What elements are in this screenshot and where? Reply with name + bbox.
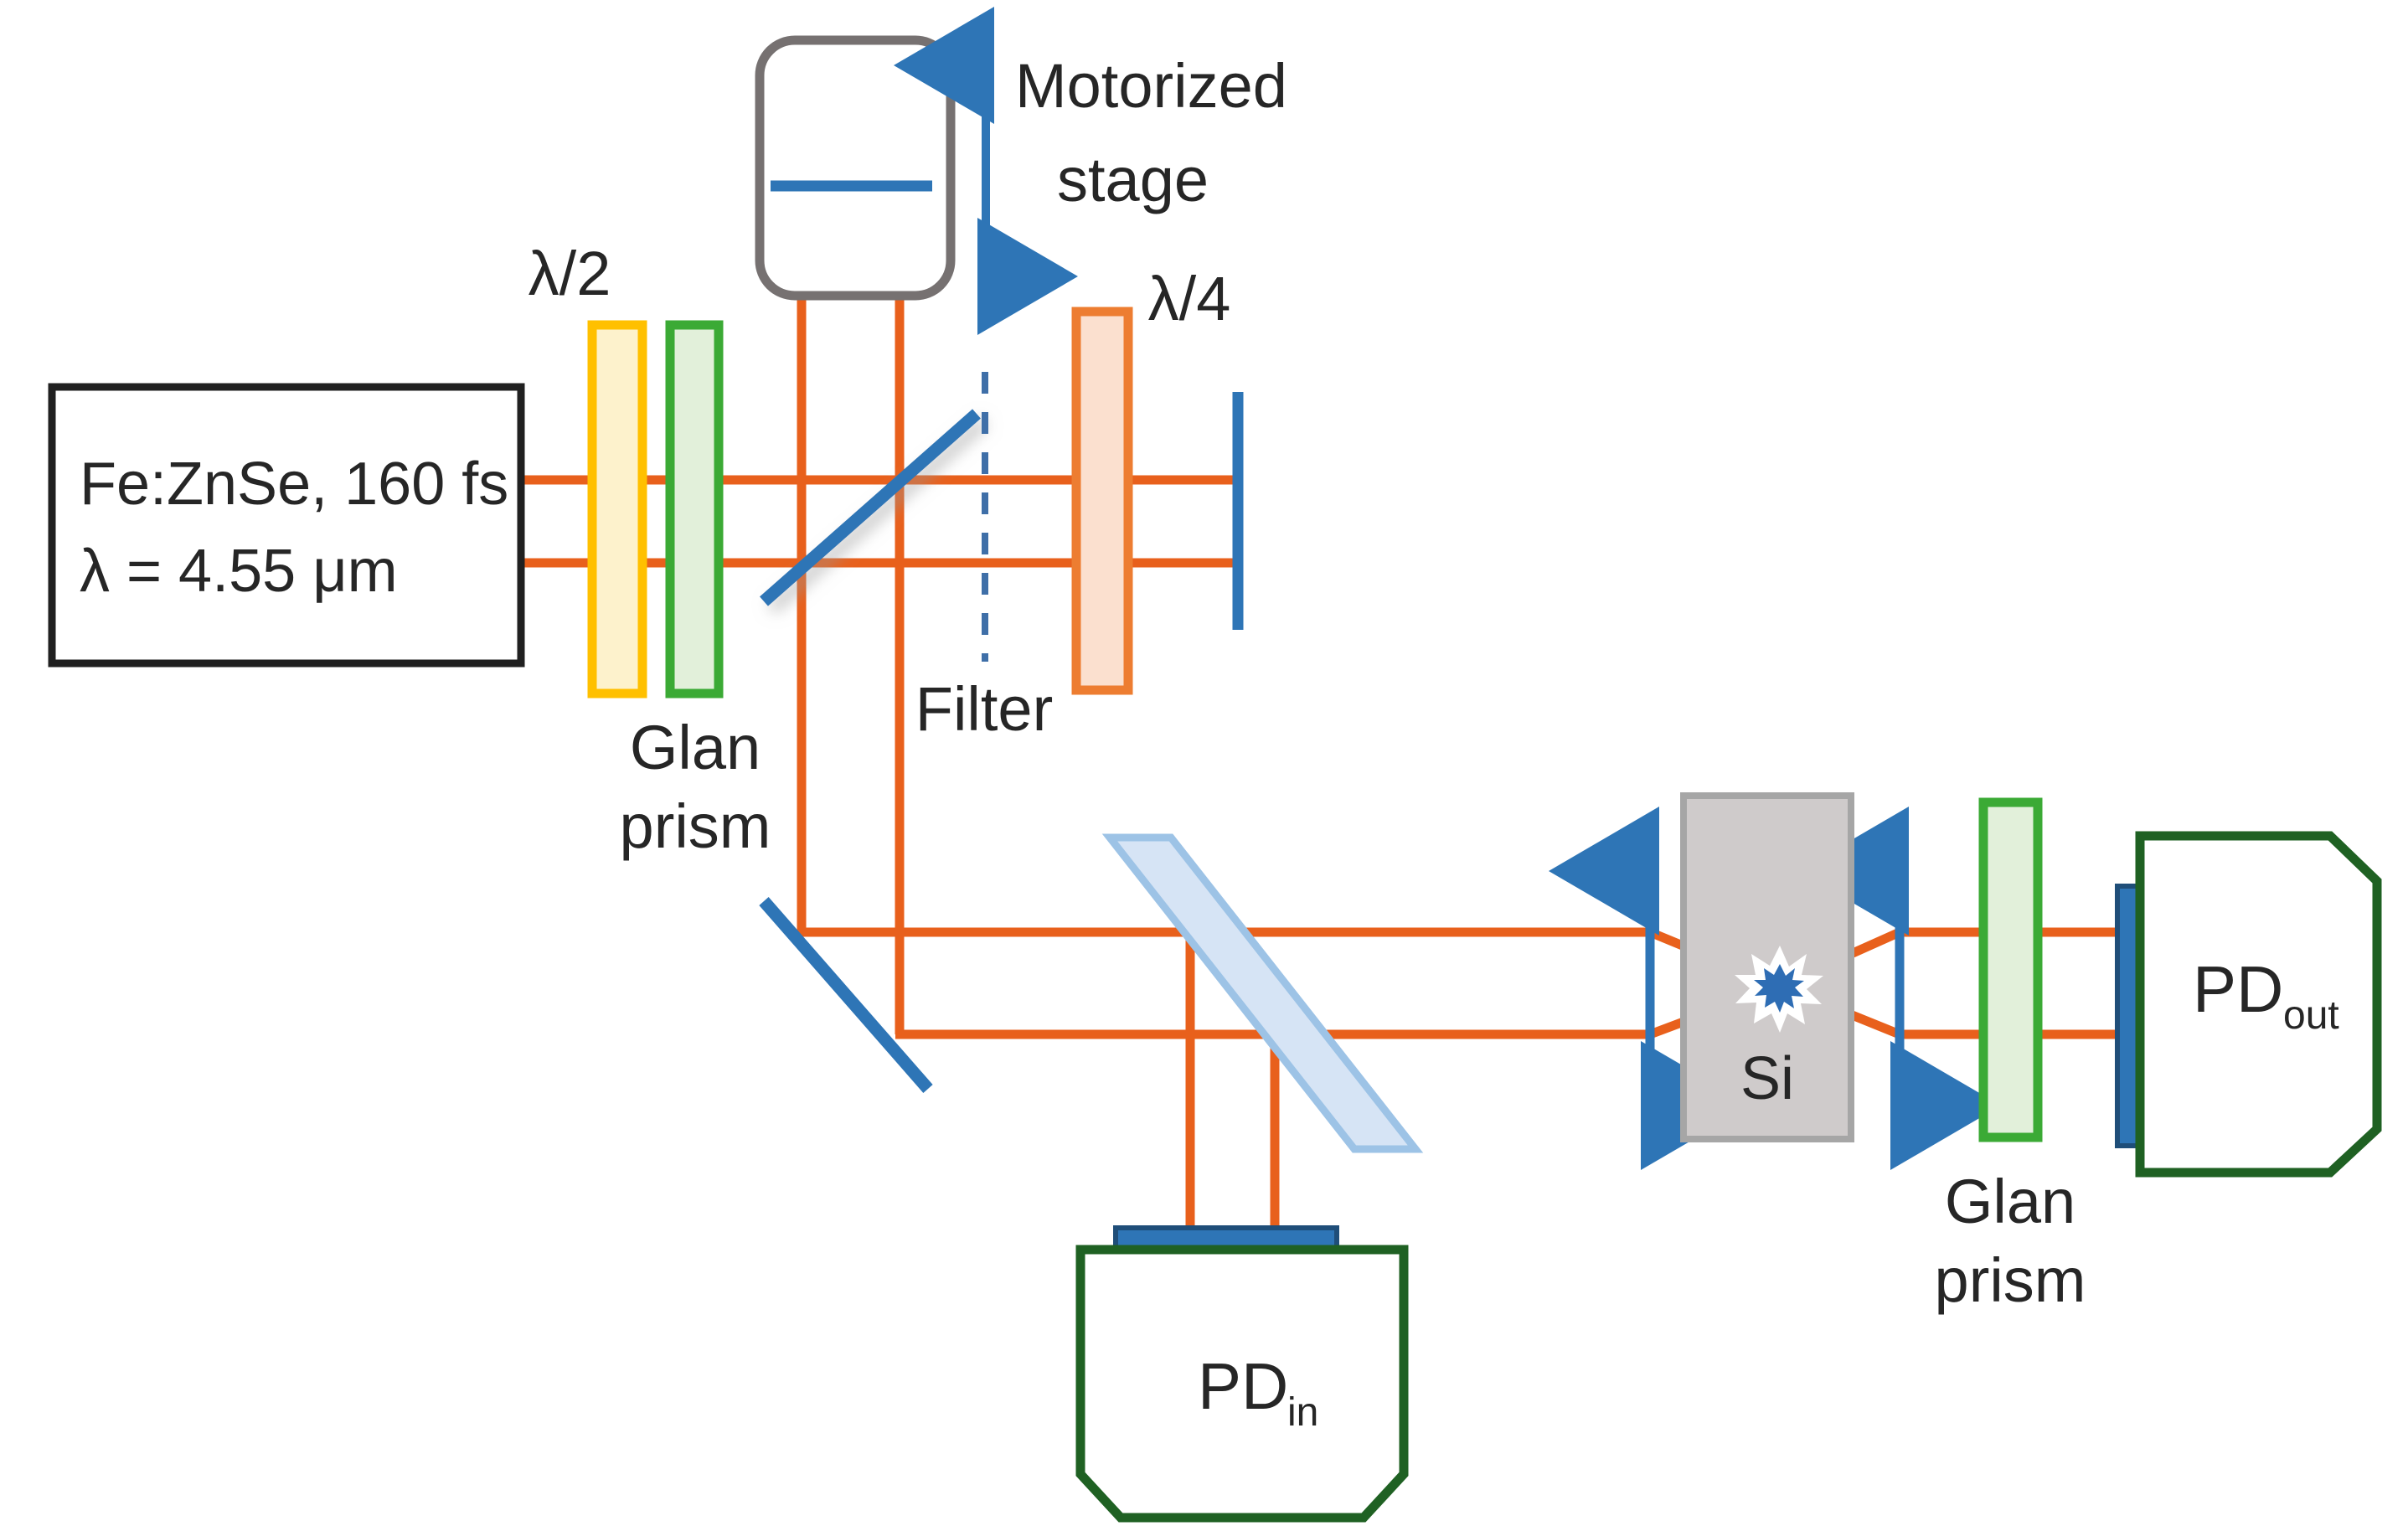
- motorized-stage-label-line2: stage: [1057, 145, 1209, 214]
- photodiode-out-label: PD: [2193, 952, 2283, 1026]
- upper-beamsplitter-mirror-group[interactable]: [760, 409, 981, 606]
- photodiode-out-body[interactable]: [2135, 831, 2382, 1178]
- photodiode-in-group[interactable]: PD in: [1075, 1225, 1409, 1523]
- lower-steering-mirror[interactable]: [759, 897, 933, 1093]
- glan-prism-right-group[interactable]: Glan prism: [1935, 797, 2086, 1315]
- si-sample-label: Si: [1740, 1045, 1794, 1112]
- quarter-waveplate[interactable]: [1071, 307, 1133, 695]
- laser-source-box: Fe:ZnSe, 160 fs λ = 4.55 μm: [48, 383, 525, 668]
- photodiode-out-subscript: out: [2283, 993, 2339, 1038]
- glan-prism-right[interactable]: [1978, 797, 2043, 1142]
- glan-prism-left-label-line2: prism: [620, 791, 771, 861]
- glan-prism-right-label-line2: prism: [1935, 1245, 2086, 1315]
- motorized-stage-housing[interactable]: [755, 35, 956, 301]
- photodiode-out-group[interactable]: PD out: [2115, 831, 2382, 1178]
- glan-prism-left[interactable]: [665, 320, 724, 699]
- quarter-waveplate-group[interactable]: λ/4: [1071, 264, 1231, 695]
- photodiode-in-body[interactable]: [1075, 1245, 1409, 1523]
- upper-beamsplitter-mirror[interactable]: [760, 409, 981, 606]
- half-waveplate-group[interactable]: λ/2: [529, 239, 647, 699]
- glan-prism-left-label-line1: Glan: [630, 713, 761, 782]
- quarter-waveplate-label: λ/4: [1148, 264, 1231, 333]
- pickoff-beamsplitter[interactable]: [1101, 833, 1424, 1153]
- laser-source-outline: [48, 383, 525, 668]
- glan-prism-right-label-line1: Glan: [1945, 1167, 2075, 1236]
- motorized-stage-label-line1: Motorized: [1015, 51, 1287, 121]
- filter-label: Filter: [915, 674, 1053, 744]
- laser-source-line2: λ = 4.55 μm: [80, 538, 398, 605]
- filter-group[interactable]: Filter: [915, 372, 1053, 744]
- half-waveplate-label: λ/2: [529, 239, 611, 308]
- photodiode-in-label: PD: [1198, 1349, 1288, 1423]
- photodiode-in-subscript: in: [1287, 1390, 1318, 1435]
- glan-prism-left-group[interactable]: Glan prism: [620, 320, 771, 861]
- focus-spot-icon: [1735, 946, 1823, 1033]
- laser-source-line1: Fe:ZnSe, 160 fs: [80, 451, 508, 518]
- motorized-stage-group[interactable]: Motorized stage: [755, 6, 1287, 335]
- pickoff-beamsplitter-group[interactable]: [1101, 833, 1424, 1153]
- half-waveplate[interactable]: [587, 320, 647, 699]
